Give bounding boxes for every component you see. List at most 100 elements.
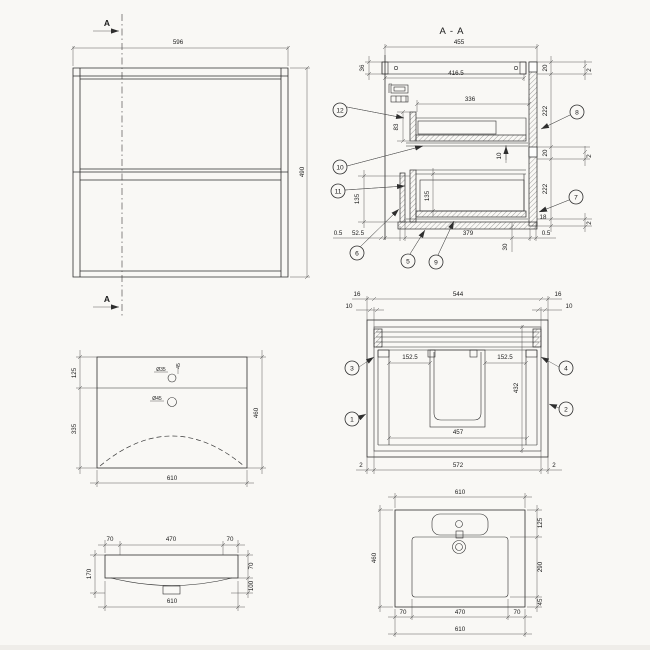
dim-36: 36 <box>359 64 366 71</box>
dim-right-70: 70 <box>227 536 234 543</box>
dim-18: 18 <box>540 214 547 221</box>
drain-stub <box>162 585 181 595</box>
drawer-front-section <box>409 111 417 142</box>
faucet-deck <box>431 513 489 536</box>
balloon-1: 1 <box>344 411 360 427</box>
balloon-4: 4 <box>558 360 574 376</box>
dim-125: 125 <box>537 517 544 528</box>
dim-front-135: 135 <box>354 193 361 204</box>
section-a-a-view: A - A <box>330 26 593 270</box>
side-panel <box>528 61 538 227</box>
dim-right-10: 10 <box>566 303 573 310</box>
dim-457: 457 <box>453 429 464 436</box>
section-title: A - A <box>439 26 464 37</box>
dim-upper-222: 222 <box>542 105 549 116</box>
drain-hole-icon <box>167 397 177 407</box>
dim-inner-135: 135 <box>424 190 431 201</box>
wall-bracket-icon <box>388 83 409 103</box>
dim-left-16: 16 <box>354 291 361 298</box>
svg-text:3: 3 <box>350 365 354 372</box>
dim-left-70: 70 <box>107 536 114 543</box>
dim-335: 335 <box>71 423 78 434</box>
svg-text:7: 7 <box>574 194 578 201</box>
screw-icon <box>513 66 518 71</box>
dim-455: 455 <box>454 39 465 46</box>
dim-470: 470 <box>455 609 466 616</box>
drawer-bottom-section <box>415 134 527 142</box>
dim-mid-20: 20 <box>542 149 549 156</box>
cabinet-plan-view: 16 544 16 10 10 152.5 152.5 432 457 2 57… <box>344 291 574 474</box>
label-faucet-offset: 45 <box>176 363 182 369</box>
bottom-panel-section <box>397 221 538 230</box>
balloon-11: 11 <box>330 183 346 199</box>
dim-45: 45 <box>537 598 544 605</box>
dim-416-5: 416.5 <box>448 70 464 77</box>
dim-460: 460 <box>371 552 378 563</box>
dim-right-2: 2 <box>552 462 556 469</box>
basin-plan-view: Ø35 45 Ø45 125 335 460 610 <box>71 350 266 487</box>
svg-text:10: 10 <box>336 164 344 171</box>
basin-front-view: 70 470 70 170 70 100 610 <box>86 536 255 611</box>
dim-front-height: 490 <box>299 166 306 177</box>
dim-left-70: 70 <box>400 609 407 616</box>
dim-83: 83 <box>393 123 400 130</box>
balloon-3: 3 <box>344 360 360 376</box>
section-marker-bottom: A <box>104 294 110 304</box>
section-marker-top: A <box>104 18 110 28</box>
label-drain-hole: Ø45 <box>152 396 162 402</box>
balloon-8: 8 <box>569 104 585 120</box>
dim-125: 125 <box>71 367 78 378</box>
dim-290: 290 <box>537 561 544 572</box>
balloon-2: 2 <box>558 401 574 417</box>
dim-top-2: 2 <box>586 68 593 72</box>
dim-432: 432 <box>513 382 520 393</box>
dim-left-10: 10 <box>346 303 353 310</box>
dim-10: 10 <box>496 152 503 159</box>
dim-lower-222: 222 <box>542 183 549 194</box>
drain-cutout <box>429 349 486 428</box>
dim-bot-2: 2 <box>586 221 593 225</box>
dim-left-2: 2 <box>359 462 363 469</box>
dim-470: 470 <box>166 536 177 543</box>
balloon-5: 5 <box>400 253 416 269</box>
svg-text:11: 11 <box>335 188 342 195</box>
balloon-7: 7 <box>568 189 584 205</box>
dim-left-152-5: 152.5 <box>402 354 418 361</box>
svg-text:1: 1 <box>350 416 354 423</box>
dim-right-16: 16 <box>555 291 562 298</box>
dim-610: 610 <box>167 475 178 482</box>
svg-text:6: 6 <box>355 250 359 257</box>
svg-text:2: 2 <box>564 406 568 413</box>
scan-artifact <box>0 645 650 650</box>
svg-text:5: 5 <box>406 258 410 265</box>
drain-icon <box>452 540 466 554</box>
dim-572: 572 <box>453 462 464 469</box>
faucet-hole-icon <box>167 373 177 383</box>
dim-front-width: 596 <box>173 39 184 46</box>
basin-top-view: 610 460 125 290 45 70 470 70 610 <box>371 489 544 637</box>
svg-text:4: 4 <box>564 365 568 372</box>
dim-460: 460 <box>253 407 260 418</box>
dim-170: 170 <box>86 568 93 579</box>
svg-text:8: 8 <box>575 109 579 116</box>
balloon-12: 12 <box>332 102 348 118</box>
bowl-outline <box>411 536 509 598</box>
label-faucet-hole: Ø35 <box>156 367 166 373</box>
dim-rim-70: 70 <box>248 562 255 569</box>
svg-text:9: 9 <box>434 259 438 266</box>
dim-left-0-5: 0.5 <box>334 230 343 237</box>
dim-610-bottom: 610 <box>167 598 178 605</box>
drawer-front-section <box>409 169 417 223</box>
screw-icon <box>393 66 398 71</box>
dim-right-0-5: 0.5 <box>542 230 551 237</box>
dim-right-152-5: 152.5 <box>497 354 513 361</box>
svg-text:12: 12 <box>336 107 344 114</box>
bowl-outline-hidden <box>99 435 245 467</box>
balloon-10: 10 <box>332 159 348 175</box>
dim-610-top: 610 <box>455 489 466 496</box>
dim-top-20: 20 <box>542 64 549 71</box>
dim-336: 336 <box>465 96 476 103</box>
dim-mid-2: 2 <box>586 154 593 158</box>
